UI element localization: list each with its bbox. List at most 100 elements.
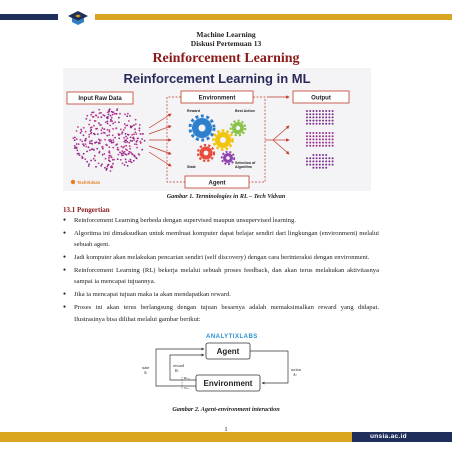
- raw-data-dot: [109, 154, 112, 157]
- output-dot: [306, 138, 308, 141]
- raw-data-dot: [135, 143, 138, 146]
- raw-data-dot: [119, 128, 122, 131]
- output-dot: [325, 135, 328, 138]
- output-dot: [322, 144, 324, 147]
- raw-data-dot: [88, 123, 90, 126]
- output-dot: [325, 141, 328, 144]
- output-dot: [309, 144, 312, 147]
- raw-data-dot: [107, 113, 110, 116]
- bullet-item: Algoritma ini dimaksudkan untuk membuat …: [63, 228, 379, 250]
- raw-data-dot: [93, 120, 96, 122]
- output-dot: [315, 110, 318, 112]
- figure-rl-terminologies: Reinforcement Learning in ML Input Raw D…: [63, 68, 371, 191]
- output-dot: [325, 119, 328, 122]
- raw-data-dot: [111, 166, 114, 169]
- raw-data-dot: [126, 164, 129, 167]
- raw-data-dot: [98, 142, 101, 145]
- raw-data-dot: [108, 129, 111, 131]
- raw-data-dot: [78, 154, 81, 156]
- header-band-navy: [0, 14, 58, 20]
- raw-data-dot: [109, 170, 112, 172]
- raw-data-dot: [89, 149, 91, 152]
- raw-data-dot: [101, 127, 104, 130]
- raw-data-dot: [106, 111, 109, 114]
- output-dot: [318, 116, 321, 119]
- raw-data-dot: [112, 122, 115, 125]
- raw-data-dot: [119, 151, 121, 154]
- output-dot: [309, 119, 312, 122]
- output-dot: [306, 110, 308, 112]
- figure1-caption: Gambar 1. Terminologies in RL – Tech Vid…: [166, 193, 286, 200]
- page-number: 1: [224, 426, 228, 433]
- output-dot: [328, 132, 331, 134]
- output-dot: [312, 138, 315, 141]
- output-dot: [309, 135, 312, 138]
- raw-data-dot: [90, 126, 93, 129]
- raw-data-dot: [73, 145, 76, 147]
- techvidvan-brand: TechVidvan: [77, 180, 101, 185]
- input-box: [66, 91, 134, 105]
- raw-data-dot: [122, 146, 125, 149]
- raw-data-dot: [116, 108, 119, 110]
- output-dot: [325, 154, 328, 156]
- raw-data-dot: [141, 133, 144, 135]
- raw-data-dot: [106, 128, 109, 131]
- output-dot: [331, 132, 334, 134]
- raw-data-dot: [111, 120, 113, 123]
- raw-data-dot: [89, 140, 91, 143]
- footer-band-gold: [0, 432, 352, 442]
- raw-data-dot: [84, 130, 87, 133]
- raw-data-dot: [80, 128, 82, 131]
- course-name: Machine Learning: [196, 30, 256, 39]
- raw-data-dot: [101, 147, 104, 150]
- raw-data-dot: [100, 132, 103, 135]
- output-dot: [315, 160, 318, 163]
- output-dot: [309, 122, 312, 125]
- output-dot: [325, 144, 328, 147]
- raw-data-dot: [111, 134, 114, 137]
- output-dot: [312, 160, 315, 163]
- raw-data-dot: [138, 153, 141, 156]
- output-dot: [318, 119, 321, 122]
- output-dot: [315, 135, 318, 138]
- section-heading: 13.1 Pengertian: [63, 206, 110, 214]
- raw-data-dot: [85, 137, 87, 140]
- raw-data-dot: [131, 153, 134, 156]
- output-dot: [309, 110, 312, 112]
- output-dot: [318, 113, 321, 116]
- raw-data-dot: [129, 115, 131, 117]
- output-dot: [325, 166, 328, 169]
- raw-data-dot: [91, 115, 94, 118]
- raw-data-dot: [111, 141, 114, 144]
- raw-data-dot: [100, 124, 102, 126]
- raw-data-dot: [125, 124, 127, 127]
- raw-data-dot: [97, 116, 100, 119]
- output-dot: [318, 166, 321, 169]
- output-dot: [309, 138, 312, 141]
- state-label: state: [142, 365, 150, 370]
- output-dot: [309, 116, 312, 119]
- bullet-list: Reinforcement Learning berbeda dengan su…: [63, 215, 379, 327]
- raw-data-dot: [117, 153, 120, 156]
- raw-data-dot: [101, 153, 104, 156]
- output-dot: [318, 154, 321, 156]
- output-dot: [328, 122, 331, 125]
- raw-data-dot: [133, 139, 135, 141]
- raw-data-dot: [81, 157, 84, 159]
- output-dot: [312, 157, 315, 160]
- raw-data-dot: [125, 161, 127, 164]
- output-dot: [331, 113, 334, 116]
- raw-data-dot: [130, 161, 133, 164]
- output-dot: [328, 163, 331, 166]
- output-dot: [322, 166, 324, 169]
- raw-data-dot: [138, 127, 141, 130]
- raw-data-dot: [86, 114, 89, 117]
- raw-data-dot: [106, 122, 109, 125]
- raw-data-dot: [122, 151, 125, 154]
- raw-data-dot: [115, 127, 118, 130]
- raw-data-dot: [100, 116, 103, 118]
- raw-data-dot: [82, 152, 85, 155]
- raw-data-dot: [133, 124, 135, 127]
- state-arrow: [155, 347, 205, 387]
- raw-data-dot: [98, 108, 101, 111]
